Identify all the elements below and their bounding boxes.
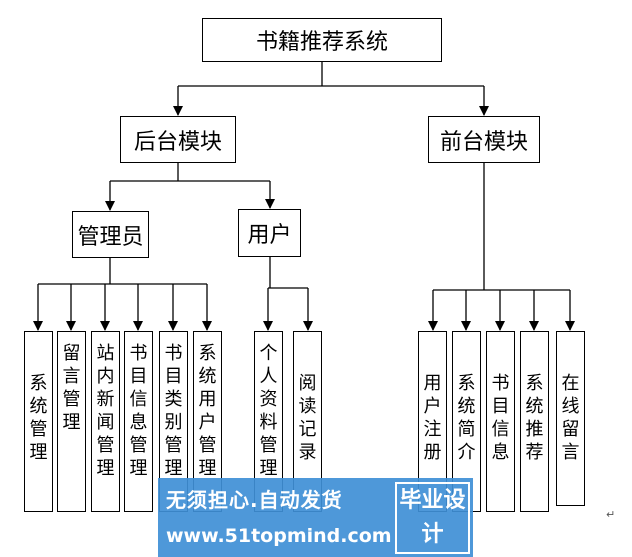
leaf-message-management: 留言管理 — [57, 331, 86, 512]
leaf-system-recommendation: 系统推荐 — [520, 331, 549, 512]
watermark-badge: 毕业设计 — [395, 482, 470, 554]
leaf-site-news-management: 站内新闻管理 — [91, 331, 120, 512]
leaf-book-info: 书目信息 — [486, 331, 515, 512]
backend-module-node: 后台模块 — [120, 116, 236, 163]
frontend-module-node: 前台模块 — [428, 116, 540, 163]
root-node: 书籍推荐系统 — [202, 18, 442, 62]
leaf-book-info-management: 书目信息管理 — [124, 331, 153, 512]
user-node: 用户 — [238, 209, 301, 257]
paragraph-return-mark: ↵ — [606, 508, 616, 521]
watermark-url: www.51topmind.com — [166, 525, 392, 547]
leaf-online-message: 在线留言 — [556, 331, 585, 506]
watermark-banner — [158, 478, 473, 557]
watermark-slogan: 无须担心.自动发货 — [166, 488, 343, 512]
leaf-system-management: 系统管理 — [24, 331, 53, 512]
admin-node: 管理员 — [72, 211, 149, 258]
